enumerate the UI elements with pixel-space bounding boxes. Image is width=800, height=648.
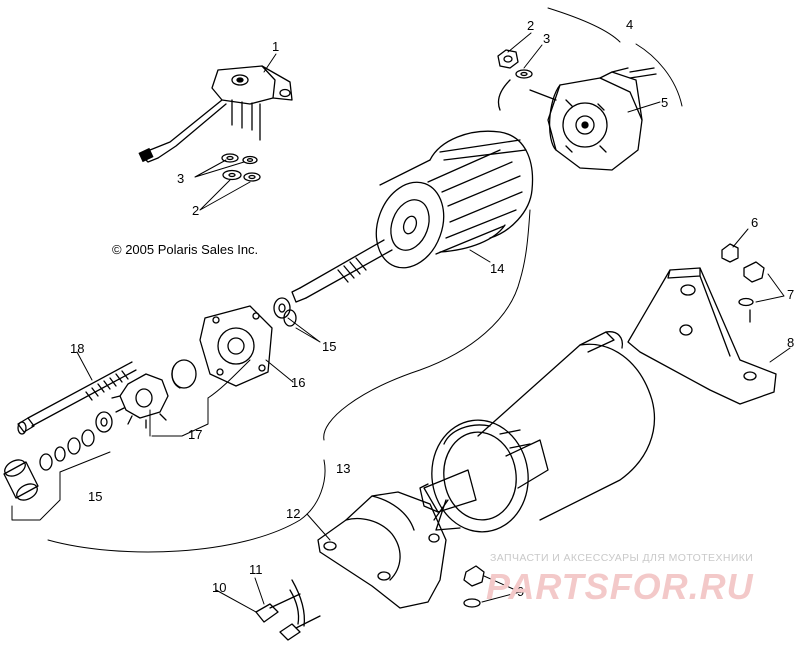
callout-16: 16 [291, 375, 306, 390]
callout-10: 10 [212, 580, 227, 595]
callout-18: 18 [70, 341, 85, 356]
part-5-end-cap [529, 67, 657, 171]
callout-6: 6 [751, 215, 759, 230]
watermark-logo: PARTSFOR.RU [486, 566, 754, 607]
fastener-9 [463, 565, 485, 608]
leader-lines [76, 32, 791, 613]
bushings-15-lower [39, 411, 113, 471]
callout-2-top: 2 [527, 18, 535, 33]
nut-washer-top [497, 49, 533, 111]
bearings-15-upper [273, 297, 297, 327]
pinion-gear [111, 373, 169, 429]
part-14-armature [291, 130, 534, 303]
callout-14: 14 [490, 261, 505, 276]
callout-1: 1 [272, 39, 280, 54]
callout-7: 7 [787, 287, 795, 302]
callout-3-top: 3 [543, 31, 551, 46]
part-18-through-bolt [17, 361, 137, 435]
callout-2-left: 2 [192, 203, 200, 218]
copyright-notice: © 2005 Polaris Sales Inc. [112, 242, 259, 257]
part-8-bracket [627, 267, 777, 405]
callout-5: 5 [661, 95, 669, 110]
part-17-clip [171, 359, 197, 389]
watermark-tagline: ЗАПЧАСТИ И АКСЕССУАРЫ ДЛЯ МОТОТЕХНИКИ [490, 552, 754, 564]
callout-8: 8 [787, 335, 795, 350]
group-brackets [11, 7, 683, 553]
bolts-10-11 [255, 579, 321, 641]
fasteners-6-7 [721, 243, 765, 323]
callout-17: 17 [188, 427, 203, 442]
part-12-lower-bracket [317, 491, 447, 609]
callout-12: 12 [286, 506, 301, 521]
callout-11: 11 [249, 562, 263, 577]
part-1-switch [138, 65, 293, 163]
callout-15-lower: 15 [88, 489, 103, 504]
starter-motor-assembly [419, 331, 656, 533]
part-16-drive-plate [199, 305, 273, 387]
callout-3-left: 3 [177, 171, 185, 186]
callout-15-upper: 15 [322, 339, 337, 354]
sleeve-bushing [3, 459, 39, 501]
callout-13: 13 [336, 461, 351, 476]
callout-4: 4 [626, 17, 634, 32]
washers-left [221, 153, 261, 182]
callout-9: 9 [517, 584, 525, 599]
